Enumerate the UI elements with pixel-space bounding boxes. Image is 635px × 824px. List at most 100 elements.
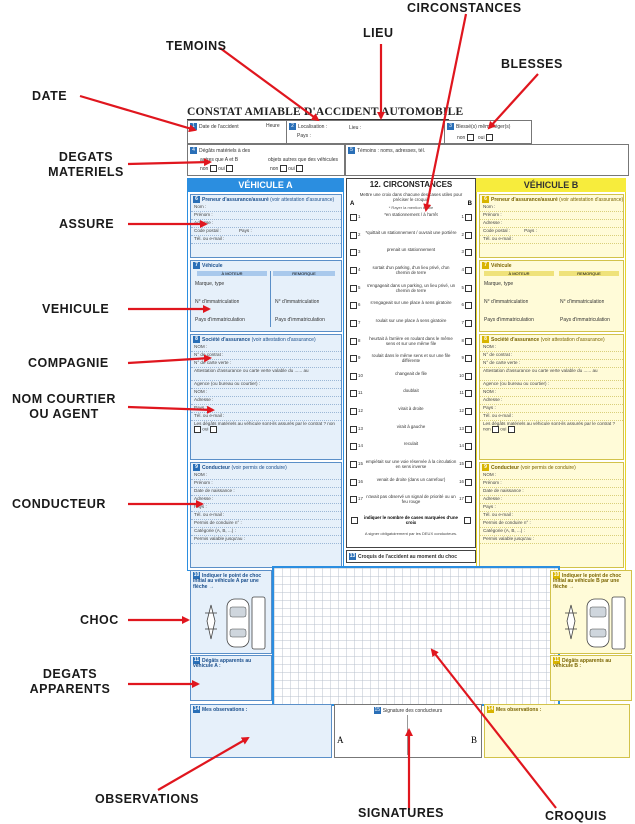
agence-a-tel[interactable]: Tél. ou e-mail : — [191, 413, 341, 421]
circonstance-b-checkbox[interactable] — [465, 249, 472, 257]
compagnie-b-nom[interactable]: NOM : — [480, 344, 623, 352]
agence-b-adresse[interactable]: Adresse : — [480, 397, 623, 405]
conducteur-b-categorie[interactable]: Catégorie (A, B, ...) : — [480, 528, 623, 536]
remorque-a-immat[interactable]: N° d'immatriculation — [275, 299, 320, 305]
conducteur-b-valable[interactable]: Permis valable jusqu'au : — [480, 536, 623, 544]
objets-non-checkbox[interactable] — [279, 165, 287, 172]
conducteur-b-tel[interactable]: Tél. ou e-mail : — [480, 512, 623, 520]
circonstance-b-checkbox[interactable] — [465, 372, 472, 380]
assures-oui-checkbox[interactable] — [209, 426, 217, 433]
degats-non-checkbox[interactable] — [209, 165, 217, 172]
circonstance-a-checkbox[interactable] — [350, 231, 357, 239]
circonstance-a-checkbox[interactable] — [350, 478, 357, 486]
circ-total-a-box[interactable] — [351, 517, 358, 524]
circonstance-a-checkbox[interactable] — [350, 337, 357, 345]
circonstance-a-checkbox[interactable] — [350, 390, 357, 398]
circ-total-b-box[interactable] — [464, 517, 471, 524]
compagnie-b-degats-assures[interactable]: Les dégâts matériels au véhicule sont-il… — [480, 421, 623, 433]
conducteur-b-nom[interactable]: NOM : — [480, 472, 623, 480]
agence-b-nom[interactable]: NOM : — [480, 389, 623, 397]
circonstance-a-checkbox[interactable] — [350, 496, 357, 504]
compagnie-a-carte-verte[interactable]: N° de carte verte : — [191, 360, 341, 368]
assure-b-tel[interactable]: Tél. ou e-mail : — [480, 236, 623, 244]
compagnie-a-attestation[interactable]: Attestation d'assurance ou carte verte v… — [191, 368, 341, 381]
circ-total-row[interactable]: indiquer le nombre de cases marquées d'u… — [349, 514, 473, 526]
conducteur-b-adresse[interactable]: Adresse : — [480, 496, 623, 504]
circonstance-b-checkbox[interactable] — [465, 461, 472, 469]
assure-b-nom[interactable]: Nom : — [480, 204, 623, 212]
agence-b-pays[interactable]: Pays : — [480, 405, 623, 413]
circonstance-a-checkbox[interactable] — [350, 302, 357, 310]
compagnie-a-nom[interactable]: NOM : — [191, 344, 341, 352]
conducteur-b-naissance[interactable]: Date de naissance : — [480, 488, 623, 496]
compagnie-b-attestation[interactable]: Attestation d'assurance ou carte verte v… — [480, 368, 623, 381]
circonstance-a-checkbox[interactable] — [350, 461, 357, 469]
circonstance-b-checkbox[interactable] — [465, 478, 472, 486]
circonstance-b-checkbox[interactable] — [465, 390, 472, 398]
compagnie-a-agence[interactable]: Agence (ou bureau ou courtier) : — [191, 381, 341, 389]
circonstance-b-checkbox[interactable] — [465, 302, 472, 310]
remorque-a-pays-immat[interactable]: Pays d'immatriculation — [275, 317, 325, 323]
conducteur-b-permis[interactable]: Permis de conduire n° : — [480, 520, 623, 528]
vehicule-b-immat[interactable]: N° d'immatriculation — [484, 299, 529, 305]
circonstance-b-checkbox[interactable] — [465, 425, 472, 433]
circonstance-a-checkbox[interactable] — [350, 284, 357, 292]
assures-b-oui-checkbox[interactable] — [507, 426, 515, 433]
assure-a-code-postal[interactable]: Code postal : Pays : — [191, 228, 341, 236]
assure-b-code-postal[interactable]: Code postal : Pays : — [480, 228, 623, 236]
compagnie-b-agence[interactable]: Agence (ou bureau ou courtier) : — [480, 381, 623, 389]
conducteur-a-prenom[interactable]: Prénom : — [191, 480, 341, 488]
conducteur-a-categorie[interactable]: Catégorie (A, B, ...) : — [191, 528, 341, 536]
circonstance-b-checkbox[interactable] — [465, 443, 472, 451]
remorque-b-immat[interactable]: N° d'immatriculation — [560, 299, 605, 305]
conducteur-b-pays[interactable]: Pays : — [480, 504, 623, 512]
circonstance-b-checkbox[interactable] — [465, 408, 472, 416]
circonstance-b-checkbox[interactable] — [465, 355, 472, 363]
circonstance-b-checkbox[interactable] — [465, 266, 472, 274]
circonstance-b-checkbox[interactable] — [465, 284, 472, 292]
circonstance-b-checkbox[interactable] — [465, 496, 472, 504]
assures-b-non-checkbox[interactable] — [491, 426, 499, 433]
circonstance-row[interactable]: 2*quittait un stationnement / ouvrait un… — [347, 229, 475, 247]
circonstance-b-checkbox[interactable] — [465, 231, 472, 239]
assure-a-prenom[interactable]: Prénom : — [191, 212, 341, 220]
conducteur-a-adresse[interactable]: Adresse : — [191, 496, 341, 504]
agence-a-pays[interactable]: Pays : — [191, 405, 341, 413]
conducteur-a-tel[interactable]: Tél. ou e-mail : — [191, 512, 341, 520]
degats-oui-checkbox[interactable] — [226, 165, 234, 172]
circonstance-a-checkbox[interactable] — [350, 408, 357, 416]
circonstance-a-checkbox[interactable] — [350, 355, 357, 363]
croquis-grid[interactable] — [272, 566, 560, 706]
compagnie-b-carte-verte[interactable]: N° de carte verte : — [480, 360, 623, 368]
vehicule-b-marque[interactable]: Marque, type — [484, 281, 514, 287]
assure-b-prenom[interactable]: Prénom : — [480, 212, 623, 220]
conducteur-a-nom[interactable]: NOM : — [191, 472, 341, 480]
circonstance-b-checkbox[interactable] — [465, 319, 472, 327]
blesses-non-checkbox[interactable] — [466, 134, 474, 141]
vehicule-a-marque[interactable]: Marque, type — [195, 281, 225, 287]
